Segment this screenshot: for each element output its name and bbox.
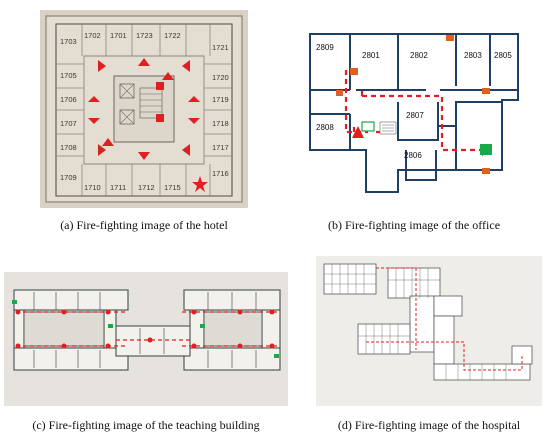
exit-sign-icon	[480, 144, 492, 155]
caption-teaching-building: (c) Fire-fighting image of the teaching …	[32, 418, 260, 432]
room-label: 1708	[60, 143, 77, 152]
room-label: 1720	[212, 73, 229, 82]
panel-teaching-building	[4, 272, 288, 406]
panel-hotel: 1703 1702 1701 1723 1722 1721 1705 1720 …	[40, 10, 248, 208]
hotel-floor-plan: 1703 1702 1701 1723 1722 1721 1705 1720 …	[40, 10, 248, 208]
hospital-floor-plan	[316, 256, 542, 406]
evacuation-route	[366, 267, 523, 371]
room-label: 1716	[212, 169, 229, 178]
room-label: 1703	[60, 37, 77, 46]
current-location-star-icon	[192, 176, 208, 192]
panel-hospital	[316, 256, 542, 406]
evacuation-arrows	[88, 58, 200, 160]
room-label: 2805	[494, 51, 512, 60]
room-label: 1702	[84, 31, 101, 40]
room-label: 1709	[60, 173, 77, 182]
room-label: 1701	[110, 31, 127, 40]
room-label: 1722	[164, 31, 181, 40]
room-label: 1718	[212, 119, 229, 128]
office-floor-plan: 2809 2801 2802 2803 2805 2807 2808 2806	[306, 30, 522, 196]
room-label: 2806	[404, 151, 422, 160]
caption-office: (b) Fire-fighting image of the office	[327, 218, 501, 232]
room-label: 1712	[138, 183, 155, 192]
caption-hospital: (d) Fire-fighting image of the hospital	[337, 418, 521, 432]
room-label: 1711	[110, 183, 126, 192]
room-label: 1707	[60, 119, 77, 128]
room-label: 2802	[410, 51, 428, 60]
caption-hotel: (a) Fire-fighting image of the hotel	[60, 218, 228, 232]
panel-office: 2809 2801 2802 2803 2805 2807 2808 2806	[306, 30, 522, 196]
teaching-building-floor-plan	[4, 272, 288, 406]
room-label: 1706	[60, 95, 77, 104]
room-label: 2803	[464, 51, 482, 60]
room-label: 1715	[164, 183, 181, 192]
room-label: 1723	[136, 31, 153, 40]
exit-sign-icon	[361, 121, 375, 132]
room-label: 2808	[316, 123, 334, 132]
room-label: 2801	[362, 51, 380, 60]
room-label: 1705	[60, 71, 77, 80]
room-label: 2809	[316, 43, 334, 52]
room-label: 1717	[212, 143, 229, 152]
room-label: 1719	[212, 95, 229, 104]
room-label: 2807	[406, 111, 424, 120]
room-label: 1710	[84, 183, 101, 192]
room-label: 1721	[212, 43, 229, 52]
